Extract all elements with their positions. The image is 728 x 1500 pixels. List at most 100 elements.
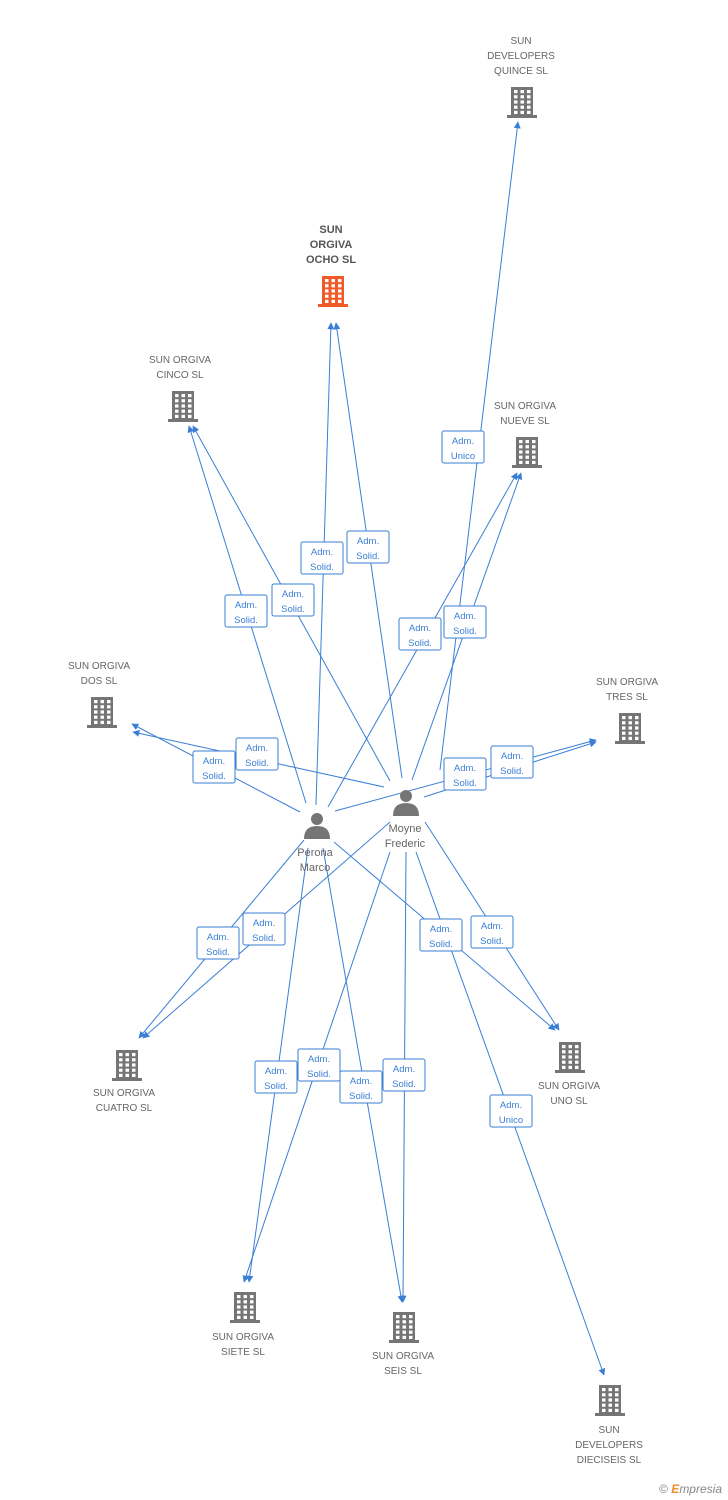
edge-label-box — [254, 1060, 298, 1094]
building-icon — [555, 1042, 585, 1073]
building-icon — [230, 1292, 260, 1323]
edge-label-box — [398, 617, 442, 651]
company-node-cuatro[interactable]: SUN ORGIVA CUATRO SL — [93, 1050, 155, 1114]
company-label-line: CUATRO SL — [96, 1103, 153, 1114]
edge-label-perona-siete[interactable]: Adm.Solid. — [254, 1060, 298, 1094]
company-label-line: SUN — [319, 224, 342, 236]
company-label-line: SUN ORGIVA — [212, 1332, 274, 1343]
company-label-line: QUINCE SL — [494, 66, 548, 77]
edge-label-perona-cinco[interactable]: Adm.Solid. — [224, 594, 268, 628]
company-node-quince[interactable]: SUN DEVELOPERS QUINCE SL — [487, 36, 555, 118]
person-icon — [304, 813, 330, 839]
edge-label-line: Adm. — [357, 536, 379, 547]
building-icon — [512, 437, 542, 468]
edge-label-perona-dos[interactable]: Adm. Solid. — [192, 750, 236, 784]
company-node-nueve[interactable]: SUN ORGIVA NUEVE SL — [494, 401, 556, 468]
edge-label-line: Solid. — [349, 1091, 373, 1102]
company-label-line: DIECISEIS SL — [577, 1455, 642, 1466]
edge-label-line: Adm. — [246, 743, 268, 754]
edge-label-line: Adm. — [481, 921, 503, 932]
copyright-symbol: © — [659, 1482, 668, 1496]
edge-label-line: Solid. — [392, 1079, 416, 1090]
edge-label-line: Solid. — [408, 638, 432, 649]
company-label-line: SUN ORGIVA — [93, 1088, 155, 1099]
company-node-dieciseis[interactable]: SUN DEVELOPERS DIECISEIS SL — [575, 1385, 643, 1466]
edge-label-line: Adm. — [203, 756, 225, 767]
edge-label-moyne-dos[interactable]: Adm. Solid. — [235, 737, 279, 771]
edge-label-perona-cuatro[interactable]: Adm.Solid. — [196, 926, 240, 960]
company-label-line: DEVELOPERS — [575, 1440, 643, 1451]
edge-label-line: Adm. — [500, 1100, 522, 1111]
edge-label-moyne-cinco[interactable]: Adm.Solid. — [271, 583, 315, 617]
edge-label-line: Adm. — [235, 600, 257, 611]
edge-label-box — [443, 757, 487, 791]
edge-label-line: Adm. — [501, 751, 523, 762]
edge-label-moyne-seis[interactable]: Adm. Solid. — [382, 1058, 426, 1092]
person-icon — [393, 790, 419, 816]
edge-label-line: Adm. — [282, 589, 304, 600]
edge-label-moyne-uno[interactable]: Adm.Solid. — [470, 915, 514, 949]
company-label-line: DOS SL — [81, 676, 118, 687]
edge-label-box — [224, 594, 268, 628]
company-label-line: UNO SL — [550, 1096, 588, 1107]
edge-label-box — [235, 737, 279, 771]
edge-label-line: Solid. — [307, 1069, 331, 1080]
edge-label-box — [242, 912, 286, 946]
company-label-line: SUN ORGIVA — [596, 677, 658, 688]
brand-initial: E — [671, 1482, 680, 1496]
building-icon — [112, 1050, 142, 1081]
company-label-line: DEVELOPERS — [487, 51, 555, 62]
edge-label-box — [443, 605, 487, 639]
building-icon — [389, 1312, 419, 1343]
edge-label-line: Adm. — [308, 1054, 330, 1065]
edge-label-line: Adm. — [454, 611, 476, 622]
edge-label-perona-uno[interactable]: Adm. Solid. — [419, 918, 463, 952]
edge-label-line: Adm. — [393, 1064, 415, 1075]
edge-label-box — [419, 918, 463, 952]
edge-label-line: Solid. — [429, 939, 453, 950]
edge-label-line: Solid. — [202, 771, 226, 782]
edge-label-moyne-quince[interactable]: Adm.Unico — [441, 430, 485, 464]
edge-label-box — [300, 541, 344, 575]
edge-label-moyne-tres[interactable]: Adm.Solid. — [490, 745, 534, 779]
edge-label-moyne-siete[interactable]: Adm. Solid. — [297, 1048, 341, 1082]
edge-label-perona-seis[interactable]: Adm.Solid. — [339, 1070, 383, 1104]
edge-label-moyne-ocho[interactable]: Adm.Solid. — [346, 530, 390, 564]
edge-label-line: Adm. — [430, 924, 452, 935]
company-node-tres[interactable]: SUN ORGIVA TRES SL — [596, 677, 658, 744]
company-label-line: SUN — [510, 36, 531, 47]
person-label-line: Perona — [297, 847, 333, 859]
company-label-line: SUN — [598, 1425, 619, 1436]
edge-label-perona-tres[interactable]: Adm.Solid. — [443, 757, 487, 791]
edge-label-perona-nueve[interactable]: Adm. Solid. — [398, 617, 442, 651]
company-label-line: SUN ORGIVA — [149, 355, 211, 366]
edge-label-line: Solid. — [245, 758, 269, 769]
building-icon — [507, 87, 537, 118]
edge-label-line: Adm. — [253, 918, 275, 929]
edge-label-box — [441, 430, 485, 464]
edge-label-moyne-nueve[interactable]: Adm.Solid. — [443, 605, 487, 639]
building-icon — [87, 697, 117, 728]
edge-label-box — [489, 1094, 533, 1128]
person-label-line: Moyne — [388, 823, 421, 835]
company-label-line: NUEVE SL — [500, 416, 550, 427]
edge-label-moyne-dieciseis[interactable]: Adm.Unico — [489, 1094, 533, 1128]
edge-label-perona-ocho[interactable]: Adm.Solid. — [300, 541, 344, 575]
edge-label-box — [490, 745, 534, 779]
company-label-line: SUN ORGIVA — [494, 401, 556, 412]
edge-labels-layer: Adm.UnicoAdm.Solid.Adm.Solid.Adm.Solid.A… — [192, 430, 534, 1128]
building-icon — [615, 713, 645, 744]
edge-label-line: Adm. — [409, 623, 431, 634]
building-icon — [595, 1385, 625, 1416]
company-label-line: TRES SL — [606, 692, 648, 703]
edge-label-moyne-cuatro[interactable]: Adm.Solid. — [242, 912, 286, 946]
